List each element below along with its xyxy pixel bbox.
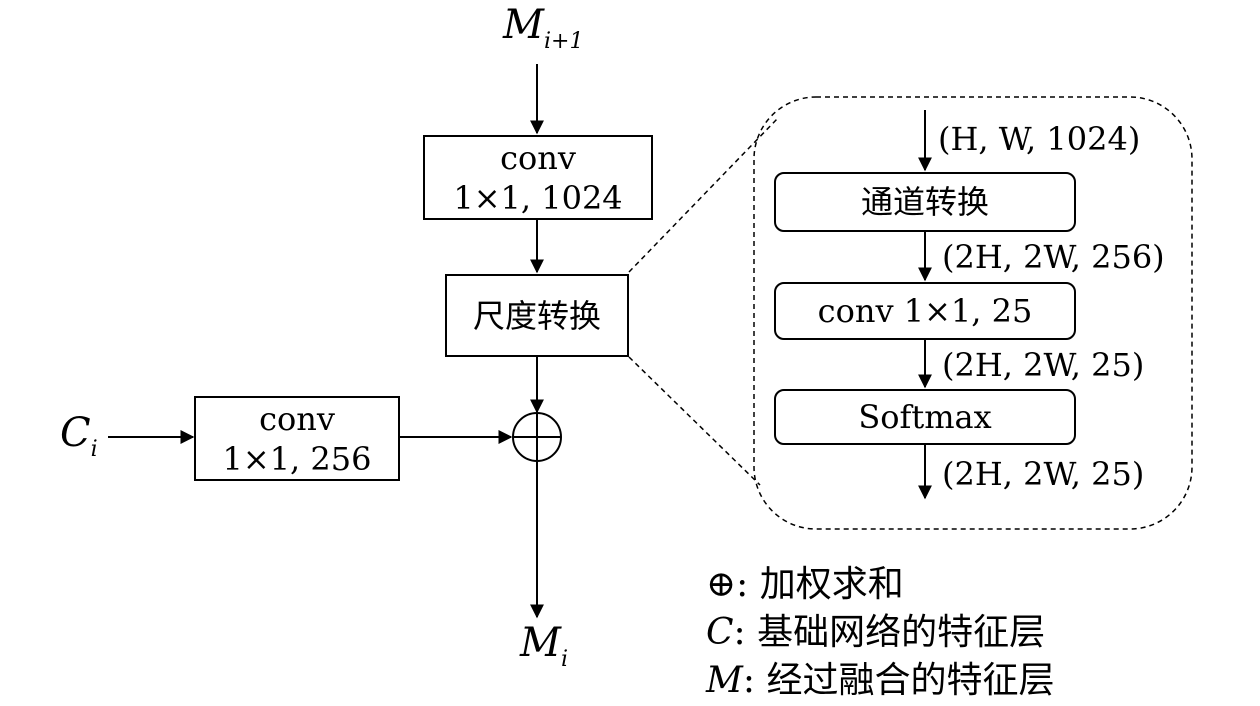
- left-input-symbol: C: [60, 410, 91, 456]
- softmax-label: Softmax: [858, 398, 992, 436]
- legend-m-text: : 经过融合的特征层: [742, 660, 1055, 701]
- conv-256-box: conv 1×1, 256: [194, 396, 400, 481]
- zoom-line-bottom: [628, 356, 761, 486]
- dim-after-conv: (2H, 2W, 25): [942, 346, 1145, 384]
- dim-input: (H, W, 1024): [938, 120, 1141, 158]
- top-input-subscript: i+1: [543, 29, 584, 54]
- legend-m: M: 经过融合的特征层: [706, 651, 1054, 703]
- output-subscript: i: [560, 647, 569, 672]
- output-label: Mi: [520, 620, 568, 672]
- left-input-subscript: i: [90, 437, 98, 462]
- top-input-label: Mi+1: [503, 2, 583, 54]
- left-input-label: Ci: [60, 410, 98, 462]
- conv-1024-line2: 1×1, 1024: [453, 178, 623, 217]
- channel-transform-box: 通道转换: [774, 172, 1076, 232]
- legend-sum-text: : 加权求和: [736, 564, 904, 605]
- scale-transform-box: 尺度转换: [445, 274, 629, 357]
- detail-conv-label: conv 1×1, 25: [817, 292, 1033, 330]
- legend-sum: ⊕: 加权求和: [706, 555, 904, 607]
- weighted-sum-node: [512, 412, 562, 462]
- top-input-symbol: M: [503, 2, 544, 48]
- dim-output: (2H, 2W, 25): [942, 455, 1145, 493]
- legend-sum-symbol: ⊕: [706, 564, 737, 605]
- softmax-box: Softmax: [774, 389, 1076, 445]
- dim-after-channel: (2H, 2W, 256): [942, 238, 1165, 276]
- conv-1024-line1: conv: [500, 138, 576, 177]
- legend-m-symbol: M: [706, 660, 743, 701]
- channel-transform-label: 通道转换: [860, 183, 989, 221]
- output-symbol: M: [520, 620, 561, 666]
- detail-conv-box: conv 1×1, 25: [774, 282, 1076, 340]
- conv-256-line1: conv: [259, 399, 335, 438]
- scale-transform-label: 尺度转换: [472, 296, 601, 335]
- conv-1024-box: conv 1×1, 1024: [423, 135, 653, 220]
- legend-c: C: 基础网络的特征层: [706, 603, 1045, 655]
- conv-256-line2: 1×1, 256: [222, 439, 372, 478]
- legend-c-symbol: C: [706, 612, 734, 653]
- detail-panel: [753, 96, 1193, 530]
- legend-c-text: : 基础网络的特征层: [733, 612, 1046, 653]
